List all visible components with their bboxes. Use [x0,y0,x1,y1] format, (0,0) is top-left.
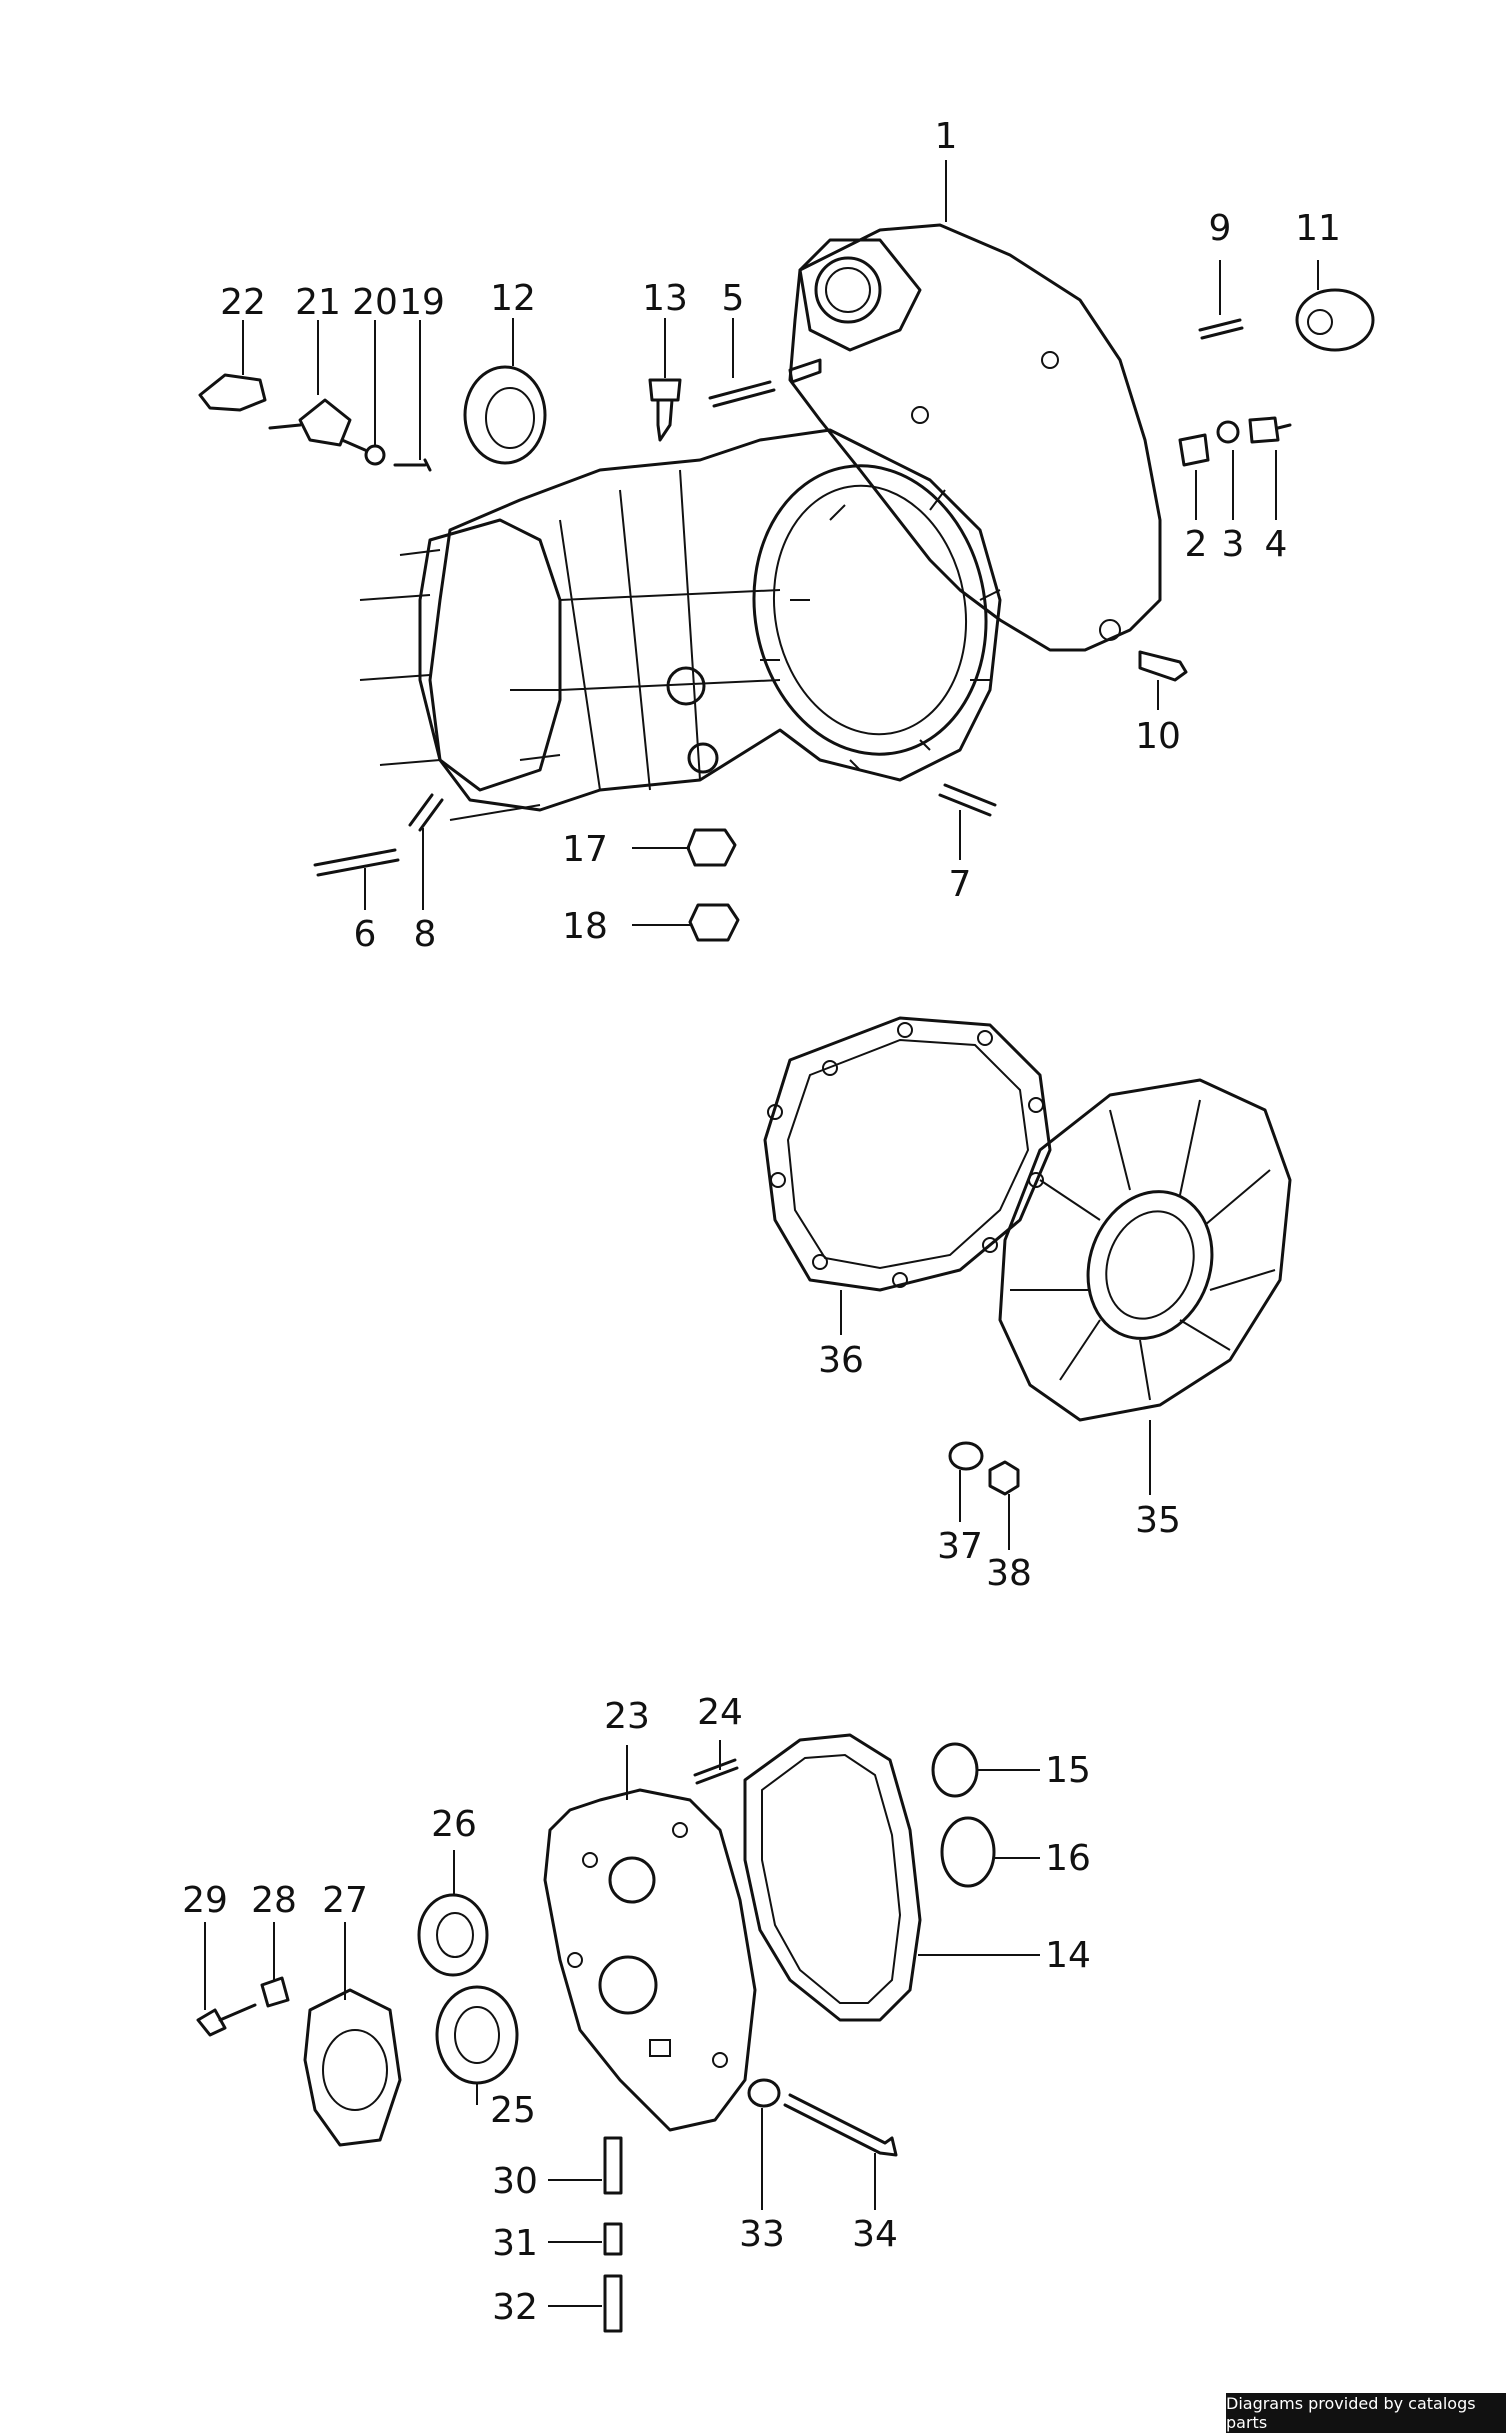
bolt-10[interactable] [1138,650,1188,682]
callout-16: 16 [1045,1838,1091,1879]
bearing-25[interactable] [435,1985,519,2085]
stud-5[interactable] [708,358,822,408]
cover-35[interactable] [998,1078,1292,1422]
callout-10: 10 [1135,716,1181,757]
callout-19: 19 [399,282,445,323]
stud-6[interactable] [313,848,400,877]
callout-15: 15 [1045,1750,1091,1791]
callout-20: 20 [352,282,398,323]
seal-12[interactable] [463,365,547,465]
pin-30[interactable] [603,2136,623,2195]
callout-9: 9 [1209,208,1232,249]
plug-17[interactable] [686,828,737,867]
gasket-14[interactable] [743,1733,922,2022]
callout-4: 4 [1265,524,1288,565]
footer-credit: Diagrams provided by catalogs parts [1226,2393,1506,2433]
callout-36: 36 [818,1340,864,1381]
gasket-36[interactable] [763,1016,1052,1292]
bearing-26[interactable] [417,1893,489,1977]
callout-3: 3 [1222,524,1245,565]
callout-34: 34 [852,2214,898,2255]
callout-37: 37 [937,1526,983,1567]
washer-37[interactable] [948,1441,984,1471]
callout-25: 25 [490,2090,536,2131]
callout-35: 35 [1135,1500,1181,1541]
circlip-15[interactable] [931,1742,979,1798]
callout-labels: 1 9 11 22 21 20 19 12 13 5 2 3 4 10 7 17… [182,116,1341,2328]
nut-38[interactable] [988,1460,1020,1496]
callout-6: 6 [354,914,377,955]
callout-5: 5 [722,278,745,319]
callout-28: 28 [251,1880,297,1921]
breather-13[interactable] [648,378,682,442]
callout-1: 1 [935,116,958,157]
callout-32: 32 [492,2287,538,2328]
callout-33: 33 [739,2214,785,2255]
callout-8: 8 [414,914,437,955]
screw-4[interactable] [1248,416,1292,444]
callout-24: 24 [697,1692,743,1733]
pin-31[interactable] [603,2222,623,2256]
callout-22: 22 [220,282,266,323]
callout-31: 31 [492,2223,538,2264]
callout-17: 17 [562,829,608,870]
intermediate-plate-23[interactable] [543,1788,757,2132]
washer-3[interactable] [1216,420,1240,444]
dowel-24[interactable] [693,1758,739,1785]
callout-21: 21 [295,282,341,323]
stud-9[interactable] [1198,318,1244,340]
switch-21[interactable] [268,398,367,452]
callout-12: 12 [490,278,536,319]
stud-8[interactable] [408,793,444,832]
bolt-29[interactable] [196,2003,257,2037]
bearing-11[interactable] [1295,288,1375,352]
pin-32[interactable] [603,2274,623,2333]
callout-7: 7 [949,864,972,905]
circlip-16[interactable] [940,1816,996,1888]
callout-26: 26 [431,1804,477,1845]
ring-20[interactable] [364,444,386,466]
callout-2: 2 [1185,524,1208,565]
cap-22[interactable] [198,373,267,412]
callout-18: 18 [562,906,608,947]
plug-18[interactable] [688,903,740,942]
washer-33[interactable] [747,2078,781,2108]
stud-7[interactable] [938,783,997,817]
callout-27: 27 [322,1880,368,1921]
callout-38: 38 [986,1553,1032,1594]
callout-13: 13 [642,278,688,319]
callout-11: 11 [1295,208,1341,249]
callout-30: 30 [492,2161,538,2202]
transmission-housing[interactable] [359,223,1162,821]
callout-14: 14 [1045,1935,1091,1976]
lock-plate-28[interactable] [260,1976,290,2008]
retainer-27[interactable] [303,1988,402,2147]
leader-lines [204,160,1319,2307]
callout-23: 23 [604,1696,650,1737]
bolt-19[interactable] [393,458,432,472]
sleeve-2[interactable] [1178,433,1210,467]
shaft-34[interactable] [783,2093,898,2157]
callout-29: 29 [182,1880,228,1921]
